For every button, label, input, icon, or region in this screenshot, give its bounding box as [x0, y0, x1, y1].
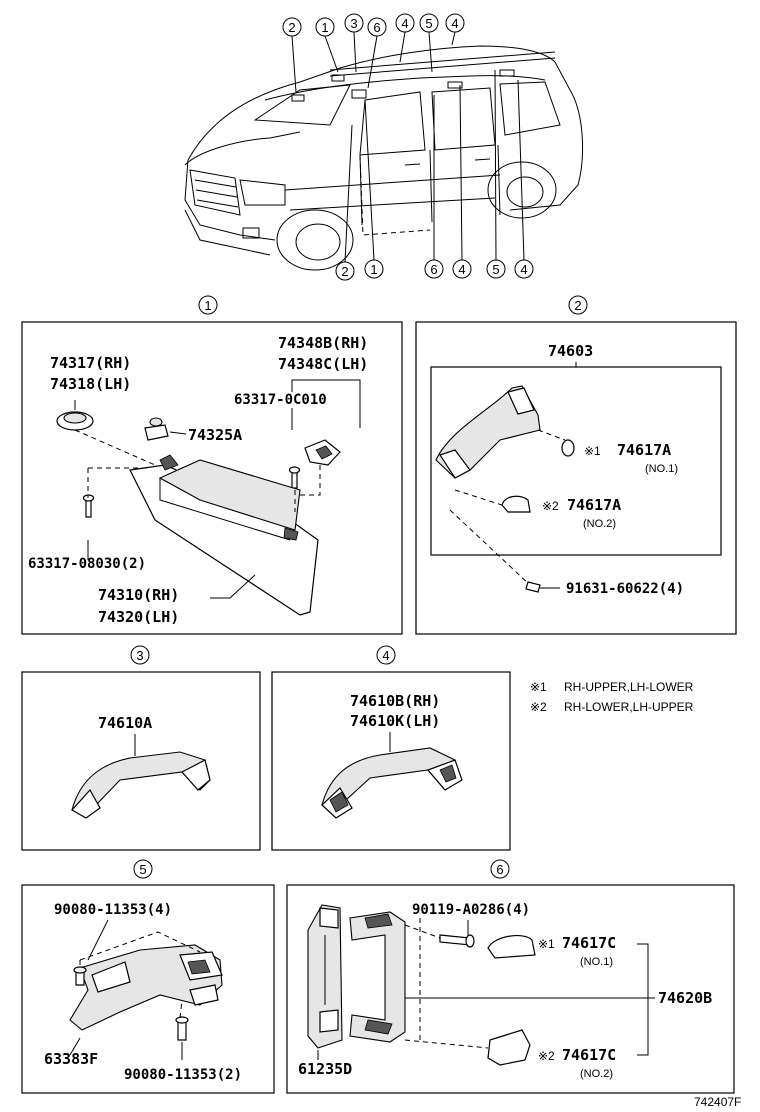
label-90080-top: 90080-11353(4) [54, 902, 172, 918]
section-1-frame [21, 321, 403, 635]
label-63383f: 63383F [44, 1050, 98, 1068]
note-1-text: RH-UPPER,LH-LOWER [564, 680, 694, 694]
label-74620b: 74620B [658, 989, 712, 1007]
car-callouts-top: 2 1 3 6 4 5 4 [282, 13, 465, 93]
callout-top-4: 6 [373, 20, 380, 35]
label-91631-60622: 91631-60622(4) [566, 581, 684, 597]
section-3-number: 3 [136, 648, 143, 663]
section-5-number: 5 [139, 862, 146, 877]
figure-id: 742407F [694, 1095, 741, 1109]
cap-74617c-no2 [487, 1029, 531, 1066]
label-74320: 74320(LH) [98, 608, 179, 626]
cap-74617a-no1 [561, 439, 575, 457]
assist-grip-74610b [321, 747, 461, 816]
section-4-frame [271, 671, 511, 851]
mark-1: ※1 [584, 444, 601, 458]
mark-1-sec6: ※1 [538, 937, 555, 951]
callout-bottom-6: 4 [520, 262, 527, 277]
callout-top-7: 4 [451, 16, 458, 31]
section-5-frame [21, 884, 275, 1094]
callout-top-5: 4 [401, 16, 408, 31]
note-2-text: RH-LOWER,LH-UPPER [564, 700, 694, 714]
callout-bottom-3: 6 [430, 262, 437, 277]
label-74317: 74317(RH) [50, 354, 131, 372]
label-74610k: 74610K(LH) [350, 712, 440, 730]
assist-grip-74610a [71, 751, 211, 817]
label-74610b: 74610B(RH) [350, 692, 440, 710]
cap-74617c-no1 [487, 934, 536, 959]
screw-90080-top [75, 971, 85, 986]
callout-top-3: 3 [350, 16, 357, 31]
label-74348b: 74348B(RH) [278, 334, 368, 352]
visor-clip [144, 424, 169, 441]
label-74610a: 74610A [98, 714, 152, 732]
screw-63317-08030 [85, 499, 92, 518]
screw-90080-bottom [177, 1021, 187, 1041]
label-74617c-2: 74617C [562, 1046, 616, 1064]
label-74325a: 74325A [188, 426, 242, 444]
label-no2-sec6: (NO.2) [580, 1068, 613, 1080]
notes: ※1 RH-UPPER,LH-LOWER ※2 RH-LOWER,LH-UPPE… [530, 680, 694, 714]
section-2: 2 74603 ※1 74617A (NO.1) ※2 74617A (NO.2… [415, 295, 737, 635]
label-63317-08030: 63317-08030(2) [28, 556, 146, 572]
label-no1-sec6: (NO.1) [580, 956, 613, 968]
callout-top-6: 5 [425, 16, 432, 31]
section-1: 1 74317(RH) 74318(LH) 74348B(RH) 74348C(… [21, 295, 403, 635]
label-74348c: 74348C(LH) [278, 355, 368, 373]
label-74310: 74310(RH) [98, 586, 179, 604]
label-74617a-2: 74617A [567, 496, 621, 514]
label-no1: (NO.1) [645, 463, 678, 475]
callout-bottom-1: 2 [341, 264, 348, 279]
cap-74617a-no2 [501, 495, 531, 513]
mark-2-sec6: ※2 [538, 1049, 555, 1063]
section-3: 3 74610A [21, 645, 261, 851]
section-6: 6 90119-A0286(4) ※1 74617C (NO.1) ※2 746… [286, 859, 735, 1094]
screw-63317-0c010 [291, 471, 298, 489]
section-6-number: 6 [496, 862, 503, 877]
section-2-number: 2 [574, 298, 581, 313]
screw-91631 [525, 581, 541, 593]
label-74318: 74318(LH) [50, 375, 131, 393]
label-63317-0c010: 63317-0C010 [234, 392, 327, 408]
section-4: 4 74610B(RH) 74610K(LH) [271, 645, 511, 851]
vehicle-illustration [184, 45, 583, 271]
note-1-mark: ※1 [530, 680, 547, 694]
car-callouts-bottom: 2 1 6 4 5 4 [335, 69, 534, 281]
label-74617c-1: 74617C [562, 934, 616, 952]
note-2-mark: ※2 [530, 700, 547, 714]
label-90080-bottom: 90080-11353(2) [124, 1067, 242, 1083]
label-no2: (NO.2) [583, 518, 616, 530]
assist-grip [435, 385, 541, 479]
label-90119-a0286: 90119-A0286(4) [412, 902, 530, 918]
section-5: 5 90080-11353(4) 63383F 90080-11353(2) [21, 859, 275, 1094]
assist-grip-74620b [349, 911, 406, 1043]
section-4-number: 4 [382, 648, 389, 663]
mark-2: ※2 [542, 499, 559, 513]
callout-bottom-2: 1 [370, 262, 377, 277]
label-74603: 74603 [548, 342, 593, 360]
callout-top-2: 1 [321, 20, 328, 35]
label-74617a-1: 74617A [617, 441, 671, 459]
label-61235d: 61235D [298, 1060, 352, 1078]
section-1-number: 1 [204, 298, 211, 313]
callout-bottom-4: 4 [458, 262, 465, 277]
section-3-frame [21, 671, 261, 851]
section-2-frame [415, 321, 737, 635]
callout-bottom-5: 5 [492, 262, 499, 277]
callout-top-1: 2 [288, 20, 295, 35]
section-6-frame [286, 884, 735, 1094]
